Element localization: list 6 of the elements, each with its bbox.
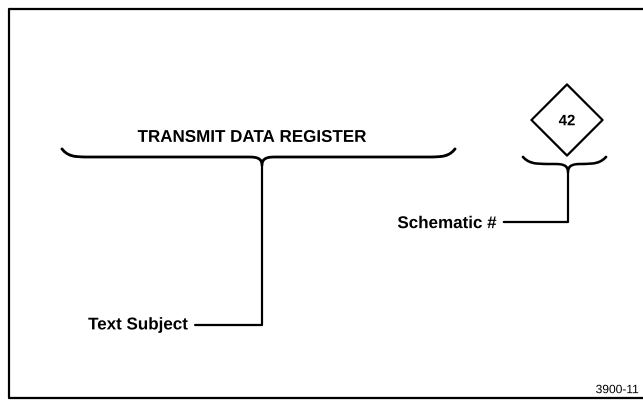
label-text: TRANSMIT DATA REGISTER [138,130,366,142]
leader-line [502,170,570,224]
figure-number: 3900-11 [596,384,638,394]
label-text: Text Subject [88,317,188,333]
leader-line [194,164,264,326]
label-text: Schematic # [398,216,496,228]
